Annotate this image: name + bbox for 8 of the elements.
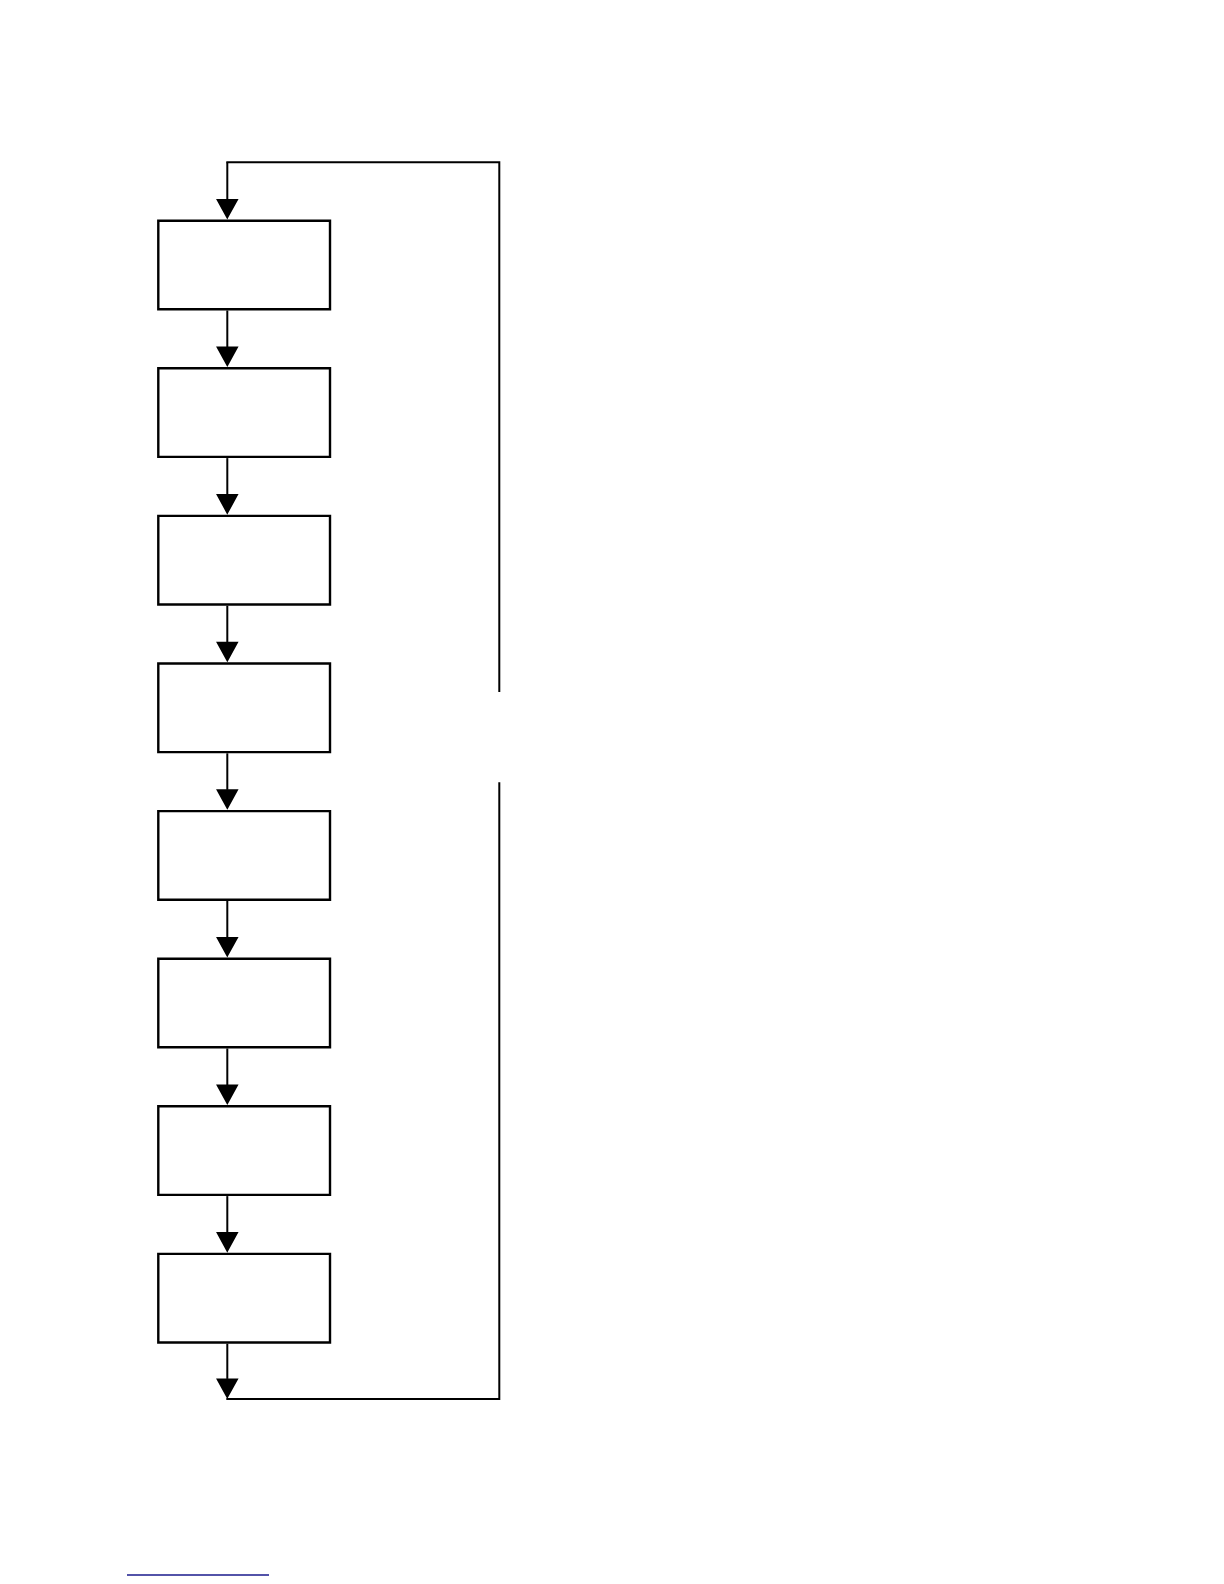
process-box (157, 1252, 332, 1344)
process-box (157, 219, 332, 311)
process-box (157, 367, 332, 459)
process-box (157, 1105, 332, 1197)
process-box (157, 957, 332, 1049)
process-box (157, 514, 332, 606)
process-box (157, 662, 332, 754)
process-box (157, 809, 332, 901)
